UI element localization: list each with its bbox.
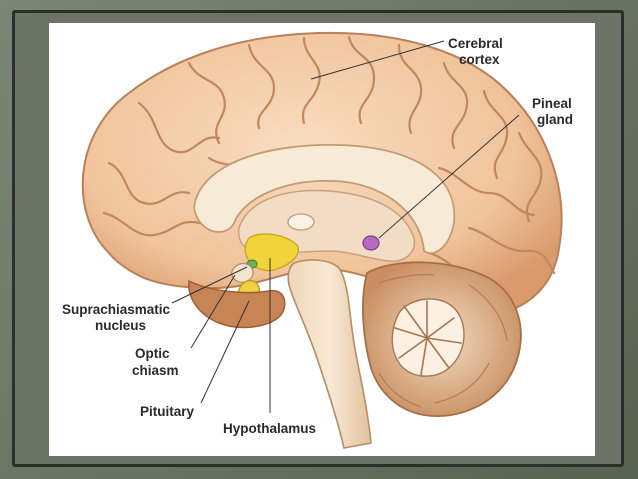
- pineal-gland: [362, 235, 380, 251]
- hypothalamus: [244, 233, 300, 272]
- brain-diagram: Cerebral cortex Pineal gland Suprachiasm…: [62, 31, 576, 449]
- cerebellum: [362, 261, 522, 417]
- temporal-underside: [188, 279, 286, 329]
- label-suprachiasmatic-nucleus: Suprachiasmatic nucleus: [62, 302, 174, 333]
- label-optic-chiasm: Optic chiasm: [132, 346, 179, 378]
- label-cerebral-cortex: Cerebral cortex: [448, 36, 507, 67]
- label-pituitary: Pituitary: [140, 404, 195, 419]
- label-pineal-gland: Pineal gland: [532, 96, 576, 127]
- corpus-callosum: [193, 144, 456, 254]
- brainstem: [287, 259, 372, 449]
- leader-lines: [171, 40, 520, 413]
- thalamus-ellipse: [287, 213, 315, 231]
- slide-canvas: Cerebral cortex Pineal gland Suprachiasm…: [49, 23, 595, 456]
- label-hypothalamus: Hypothalamus: [223, 421, 316, 436]
